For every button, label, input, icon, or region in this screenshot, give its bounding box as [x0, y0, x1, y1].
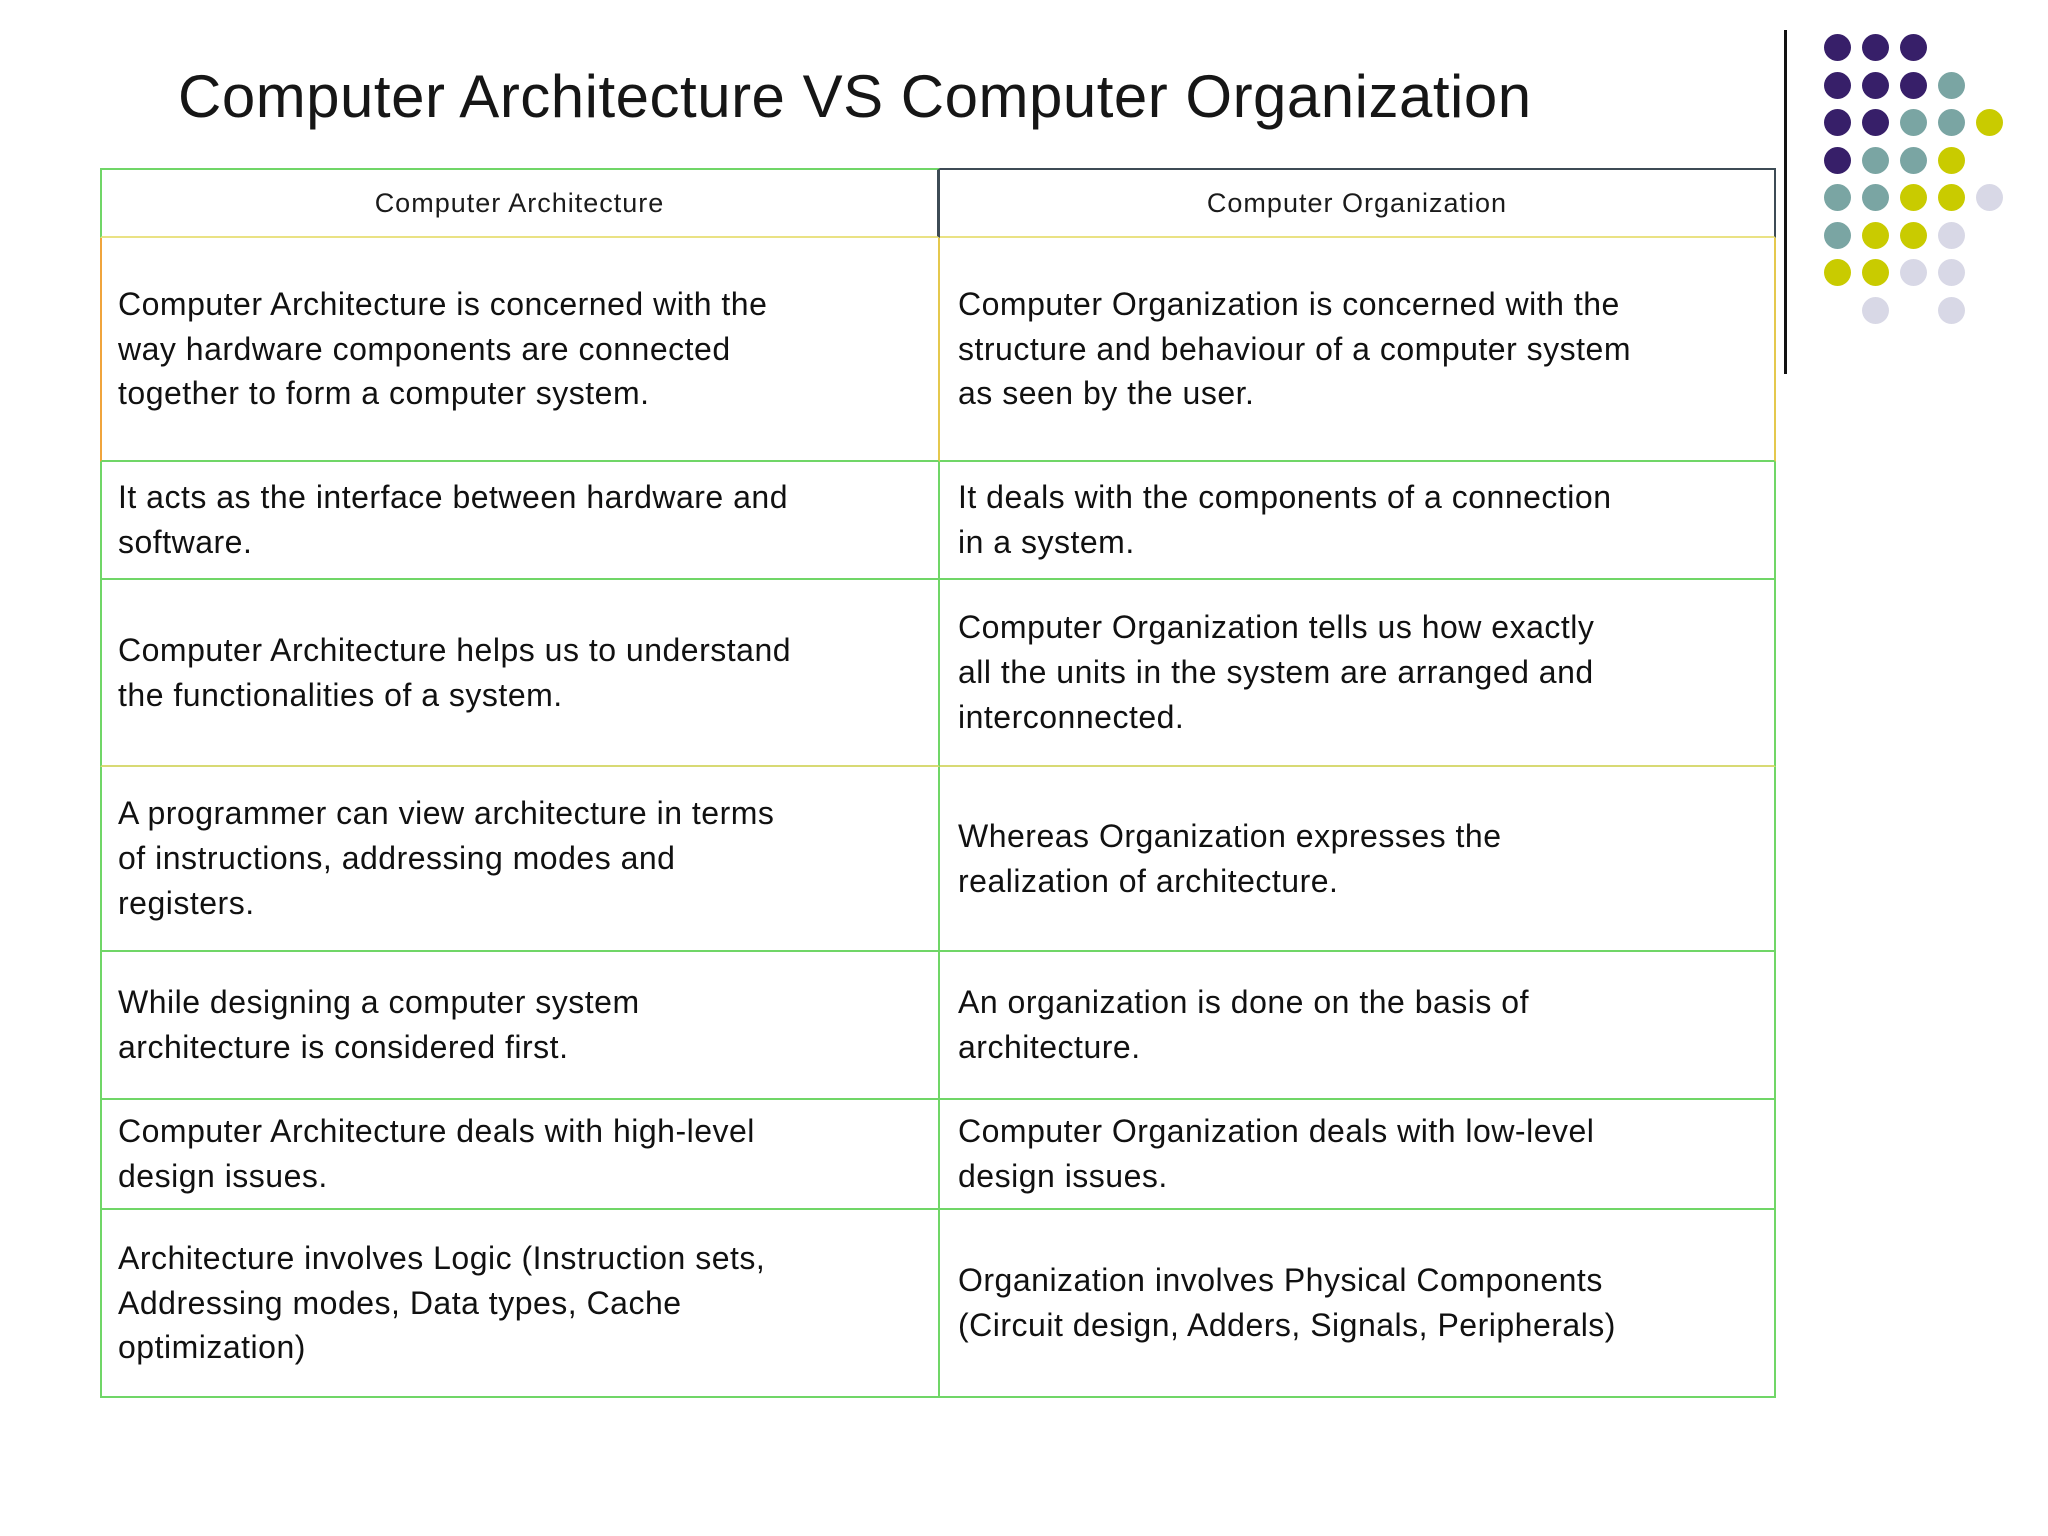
dot-purple: [1900, 71, 1927, 99]
dot-light: [1900, 259, 1927, 286]
dot-yellow: [1862, 259, 1889, 286]
table-cell-row7-architecture: Architecture involves Logic (Instruction…: [100, 1210, 940, 1398]
dot-purple: [1900, 34, 1927, 61]
table-cell-row1-architecture: Computer Architecture is concerned with …: [100, 238, 940, 462]
dot-yellow: [1938, 184, 1965, 211]
dot-teal: [1824, 221, 1851, 249]
table-cell-row1-organization: Computer Organization is concerned with …: [940, 238, 1776, 462]
comparison-table: Computer Architecture Computer Organizat…: [100, 168, 1776, 1398]
dot-teal: [1900, 109, 1927, 136]
dot-teal: [1938, 109, 1965, 136]
dot-yellow: [1900, 221, 1927, 249]
dot-yellow: [1976, 109, 2003, 136]
dot-light: [1938, 221, 1965, 249]
dot-purple: [1824, 109, 1851, 136]
table-cell-row5-organization: An organization is done on the basis of …: [940, 952, 1776, 1100]
dot-purple: [1824, 71, 1851, 99]
dot-light: [1938, 296, 1965, 324]
dot-teal: [1900, 146, 1927, 174]
table-cell-row4-architecture: A programmer can view architecture in te…: [100, 767, 940, 952]
dot-teal: [1862, 146, 1889, 174]
dot-teal: [1862, 184, 1889, 211]
dot-teal: [1824, 184, 1851, 211]
dot-teal: [1938, 71, 1965, 99]
table-cell-row4-organization: Whereas Organization expresses the reali…: [940, 767, 1776, 952]
dot-yellow: [1938, 146, 1965, 174]
dot-purple: [1824, 146, 1851, 174]
dot-purple: [1862, 109, 1889, 136]
column-header-architecture: Computer Architecture: [100, 168, 940, 238]
dot-yellow: [1862, 221, 1889, 249]
table-cell-row2-organization: It deals with the components of a connec…: [940, 462, 1776, 580]
table-cell-row3-organization: Computer Organization tells us how exact…: [940, 580, 1776, 767]
dot-yellow: [1900, 184, 1927, 211]
table-cell-row6-architecture: Computer Architecture deals with high-le…: [100, 1100, 940, 1210]
dot-purple: [1824, 34, 1851, 61]
table-cell-row3-architecture: Computer Architecture helps us to unders…: [100, 580, 940, 767]
dot-light: [1938, 259, 1965, 286]
table-cell-row2-architecture: It acts as the interface between hardwar…: [100, 462, 940, 580]
column-header-organization: Computer Organization: [940, 168, 1776, 238]
dot-purple: [1862, 34, 1889, 61]
table-cell-row7-organization: Organization involves Physical Component…: [940, 1210, 1776, 1398]
table-cell-row6-organization: Computer Organization deals with low-lev…: [940, 1100, 1776, 1210]
dot-yellow: [1824, 259, 1851, 286]
decorative-dot-pattern: [1824, 34, 2029, 364]
page-title: Computer Architecture VS Computer Organi…: [178, 63, 1532, 130]
dot-purple: [1862, 71, 1889, 99]
dot-light: [1976, 184, 2003, 211]
decorative-vertical-line: [1784, 30, 1787, 374]
table-cell-row5-architecture: While designing a computer system archit…: [100, 952, 940, 1100]
dot-light: [1862, 296, 1889, 324]
